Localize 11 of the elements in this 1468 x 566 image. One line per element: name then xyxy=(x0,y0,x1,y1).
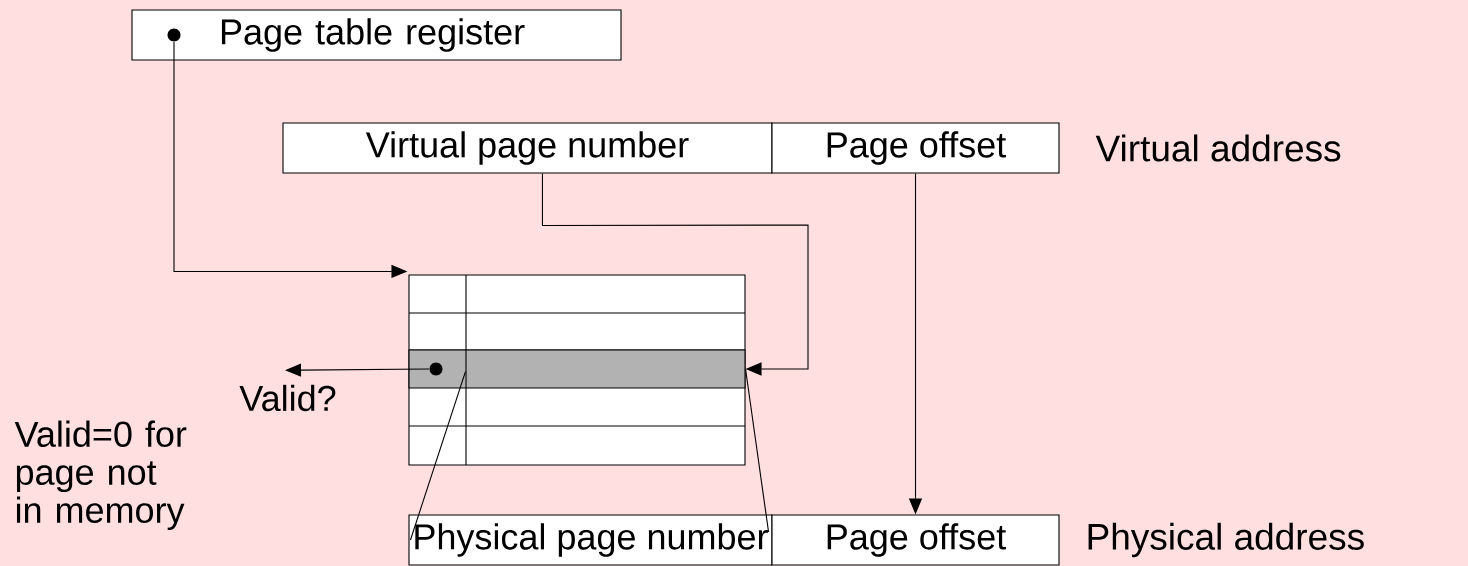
arrow xyxy=(285,363,430,377)
label: Valid? xyxy=(239,384,336,412)
field-box: Virtual page number xyxy=(282,122,773,174)
table-row xyxy=(408,349,746,389)
field-box: Page offset xyxy=(771,514,1060,566)
label: Virtual address xyxy=(1095,134,1341,162)
label: Valid=0 for page not in memory xyxy=(14,420,187,531)
field-box: Physical page number xyxy=(408,514,773,566)
arrow xyxy=(541,173,809,376)
register-box: Page table register xyxy=(131,9,622,61)
field-box: Page offset xyxy=(771,122,1060,174)
